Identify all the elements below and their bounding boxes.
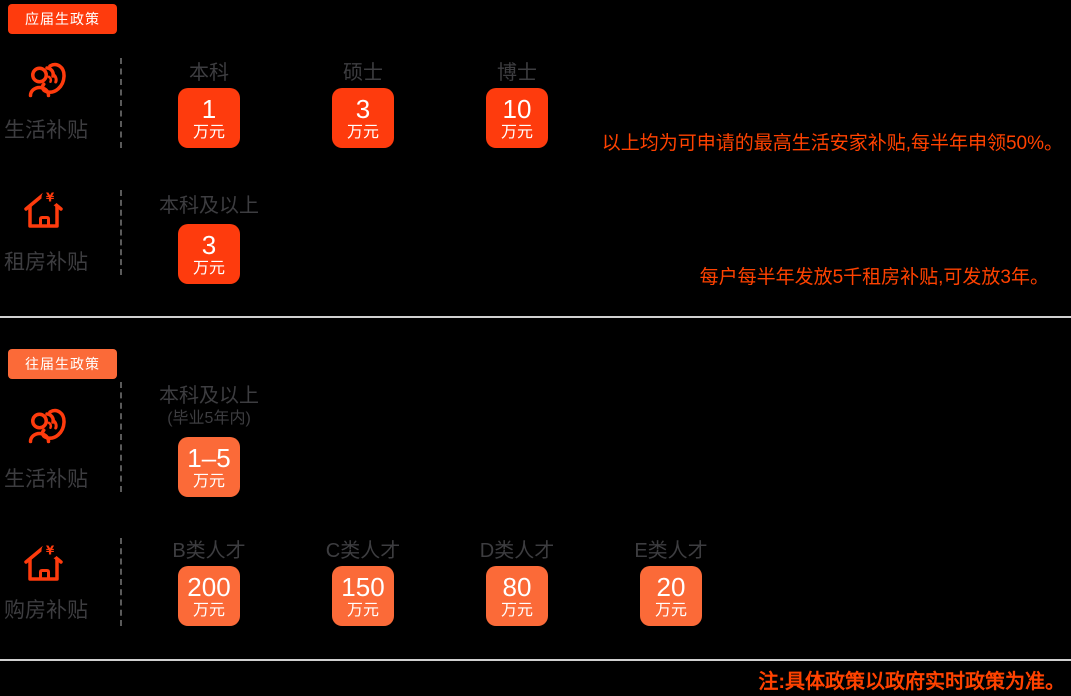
row-label-rent-subsidy: 租房补贴 [4,251,88,274]
value-box: 3 万元 [332,88,394,148]
column-header-bachelor-and-above: 本科及以上 [159,385,259,407]
value-box: 10 万元 [486,88,548,148]
value-box: 20 万元 [640,566,702,626]
value-amount: 1–5 [187,442,231,473]
house-yuan-icon: ¥ [21,541,66,586]
svg-text:¥: ¥ [46,544,55,558]
value-box: 1–5 万元 [178,437,240,497]
svg-text:¥: ¥ [46,191,55,205]
row-label-living-subsidy: 生活补贴 [4,119,88,142]
value-box: 150 万元 [332,566,394,626]
value-amount: 20 [656,571,686,602]
value-amount: 150 [341,571,385,602]
column-subheader-within-5-years: (毕业5年内) [167,410,251,427]
value-unit: 万元 [346,123,379,141]
value-unit: 万元 [346,601,379,619]
column-header-talent-d: D类人才 [479,540,555,562]
column-header-master: 硕士 [343,62,383,84]
value-unit: 万元 [192,123,225,141]
value-amount: 1 [201,93,217,124]
value-amount: 3 [201,229,217,260]
value-unit: 万元 [654,601,687,619]
column-header-talent-b: B类人才 [172,540,246,562]
footer-disclaimer-note: 注:具体政策以政府实时政策为准。 [758,671,1065,693]
column-header-bachelor-and-above: 本科及以上 [159,195,259,217]
dashed-divider [120,190,122,275]
rent-subsidy-note: 每户每半年发放5千租房补贴,可发放3年。 [699,267,1049,288]
column-header-talent-e: E类人才 [634,540,708,562]
value-box: 3 万元 [178,224,240,284]
value-unit: 万元 [192,601,225,619]
dashed-divider [120,382,122,492]
badge-fresh-graduate-policy: 应届生政策 [8,4,117,34]
column-header-bachelor: 本科 [189,62,229,84]
value-unit: 万元 [500,123,533,141]
row-label-home-purchase-subsidy: 购房补贴 [4,599,88,622]
value-unit: 万元 [192,472,225,490]
column-header-phd: 博士 [497,62,537,84]
care-people-icon [27,61,67,108]
column-header-talent-c: C类人才 [325,540,401,562]
dashed-divider [120,538,122,626]
value-amount: 200 [187,571,231,602]
value-amount: 80 [502,571,532,602]
value-unit: 万元 [500,601,533,619]
care-people-icon [27,407,67,454]
value-box: 80 万元 [486,566,548,626]
badge-previous-graduate-policy: 往届生政策 [8,349,117,379]
value-unit: 万元 [192,259,225,277]
value-amount: 10 [502,93,532,124]
section-divider [0,316,1071,318]
row-label-living-subsidy: 生活补贴 [4,468,88,491]
house-yuan-icon: ¥ [21,188,66,233]
footer-divider [0,659,1071,661]
living-subsidy-note: 以上均为可申请的最高生活安家补贴,每半年申领50%。 [601,133,1063,154]
dashed-divider [120,58,122,148]
value-box: 200 万元 [178,566,240,626]
value-box: 1 万元 [178,88,240,148]
value-amount: 3 [355,93,371,124]
